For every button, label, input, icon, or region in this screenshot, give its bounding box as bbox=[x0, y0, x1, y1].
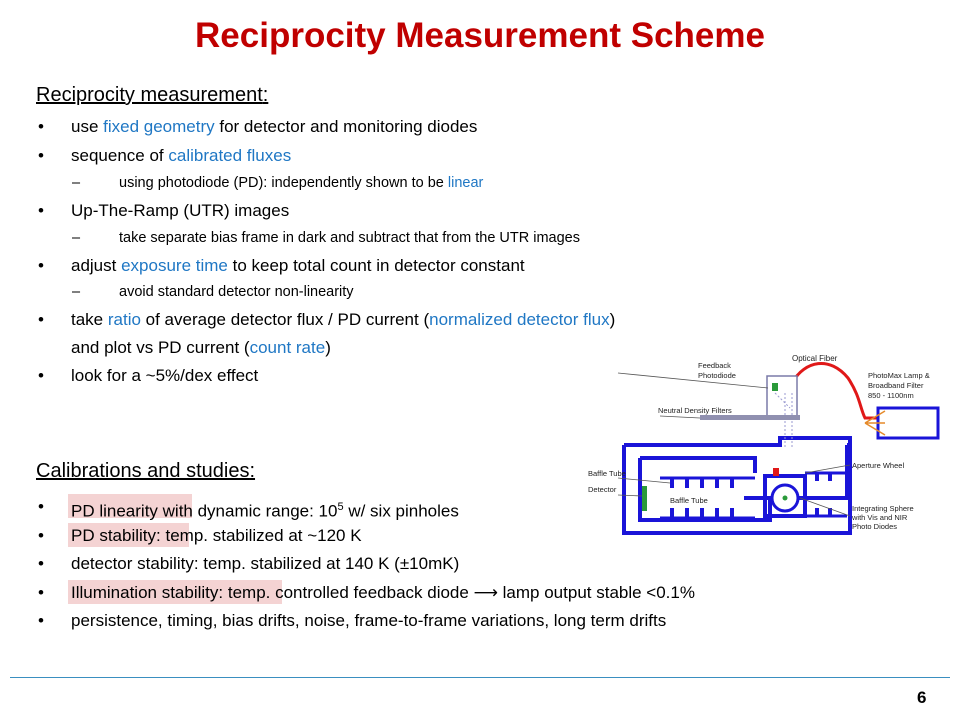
feedback-photodiode bbox=[772, 383, 778, 391]
detector-bar bbox=[642, 486, 647, 511]
highlight-pd-stability bbox=[68, 523, 189, 547]
label-baffle-tube-inner: Baffle Tube bbox=[670, 496, 708, 505]
label-detector: Detector bbox=[588, 485, 617, 494]
highlight-pd-linearity bbox=[68, 494, 192, 518]
label-lamp-3: 850 - 1100nm bbox=[868, 391, 914, 400]
label-optical-fiber: Optical Fiber bbox=[792, 354, 838, 363]
lamp-box bbox=[876, 406, 940, 440]
enclosure-outline bbox=[622, 436, 852, 535]
label-lamp-2: Broadband Filter bbox=[868, 381, 924, 390]
section-heading-reciprocity: Reciprocity measurement: bbox=[36, 84, 269, 106]
label-photodiode: Photodiode bbox=[698, 371, 736, 380]
section-heading-calibrations: Calibrations and studies: bbox=[36, 460, 256, 482]
setup-diagram: Feedback Photodiode Optical Fiber PhotoM… bbox=[588, 354, 940, 535]
highlight-illumination-stability bbox=[68, 580, 282, 604]
label-baffle-tube-left: Baffle Tube bbox=[588, 469, 626, 478]
nd-filter-bar bbox=[700, 415, 800, 420]
beam-lines bbox=[774, 392, 793, 448]
lamp-cone bbox=[864, 410, 886, 436]
label-lamp-1: PhotoMax Lamp & bbox=[868, 371, 930, 380]
sphere-housing bbox=[763, 474, 807, 518]
label-sphere-3: Photo Diodes bbox=[852, 522, 897, 531]
page-number: 6 bbox=[917, 688, 927, 707]
label-nd-filters: Neutral Density Filters bbox=[658, 406, 732, 415]
optical-fiber bbox=[790, 361, 878, 420]
callout-lines bbox=[617, 372, 851, 517]
sphere-diode-dot bbox=[782, 495, 788, 501]
aperture-wheel bbox=[773, 468, 779, 476]
footer-divider bbox=[10, 677, 950, 678]
label-sphere-2: with Vis and NIR bbox=[851, 513, 908, 522]
baffle-teeth bbox=[670, 473, 832, 518]
baffle-tube-walls bbox=[660, 471, 847, 520]
label-aperture-wheel: Aperture Wheel bbox=[852, 461, 904, 470]
slide-title: Reciprocity Measurement Scheme bbox=[195, 16, 765, 55]
label-sphere-1: Integrating Sphere bbox=[852, 504, 914, 513]
label-feedback: Feedback bbox=[698, 361, 731, 370]
